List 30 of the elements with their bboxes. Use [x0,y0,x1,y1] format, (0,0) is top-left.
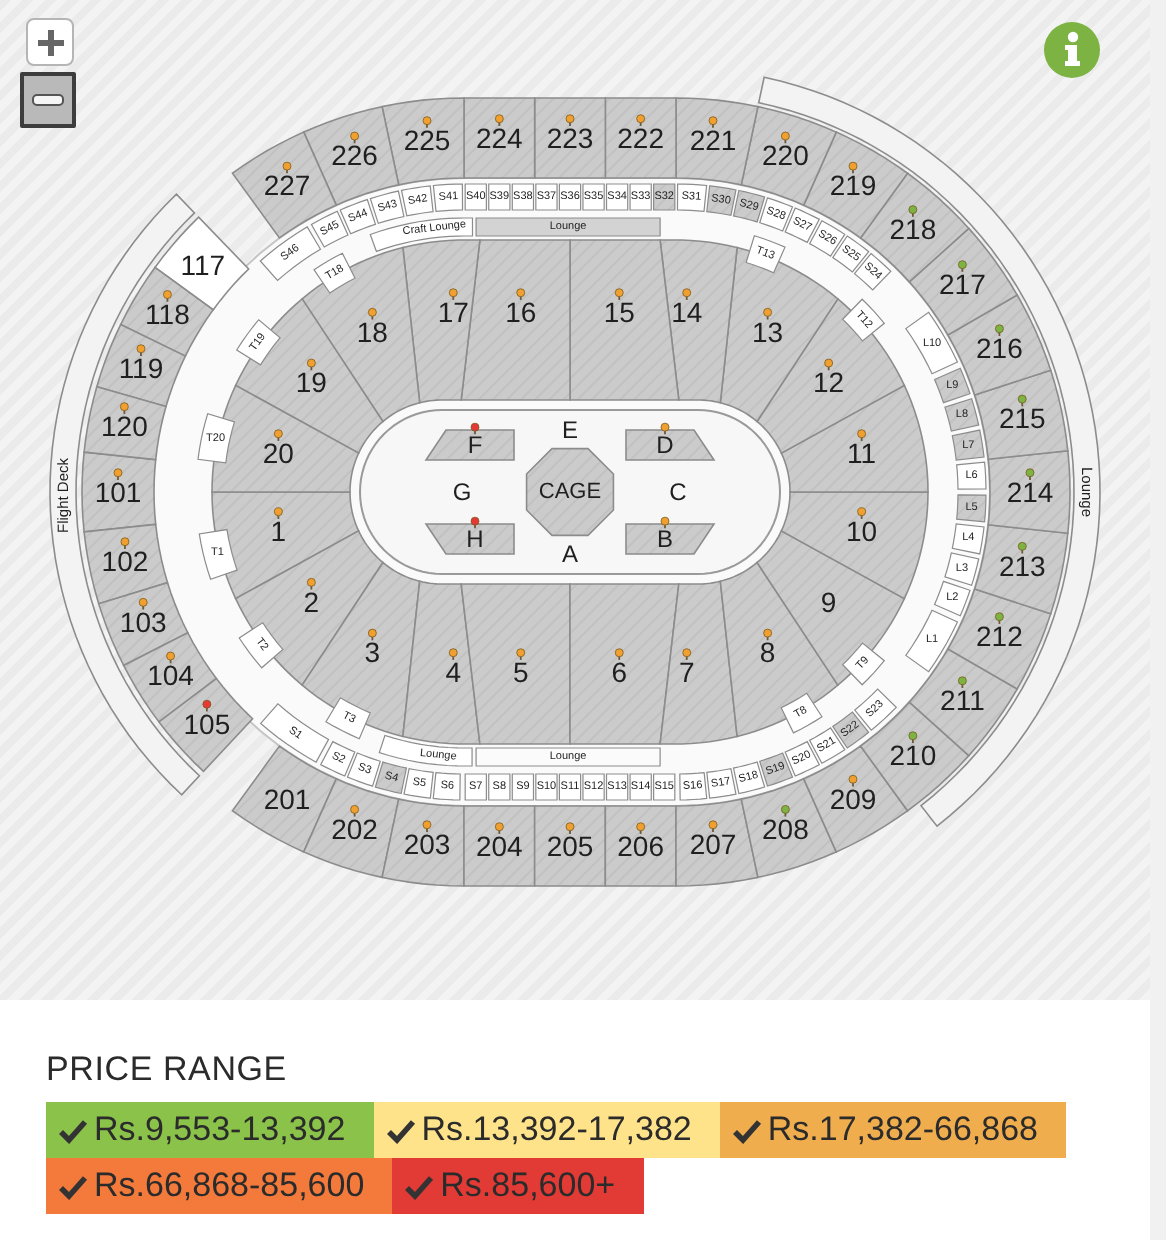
seating-section: 14 [659,239,738,404]
seating-section: 204 [463,805,536,887]
floor-area-letter: G [452,478,472,506]
legend-label: Rs.85,600+ [440,1166,616,1206]
seating-section: 206 [604,805,677,887]
legend-label: Rs.66,868-85,600 [94,1166,365,1206]
seating-section: 225 [381,97,465,186]
legend-label: Rs.17,382-66,868 [767,1110,1039,1150]
seating-section: 4 [402,580,481,745]
cage-octagon: CAGE [525,447,615,537]
seating-section: 17 [402,239,481,404]
seating-section: 224 [463,97,536,179]
seating-section: 7 [659,580,738,745]
seating-section: 223 [533,97,607,179]
seating-section: 215 [973,369,1069,461]
seating-section: 203 [381,798,465,887]
floor-section: B [625,523,716,555]
seating-section: 6 [569,583,680,745]
floor-area-letter: A [562,540,578,568]
seating-section: 205 [533,805,607,887]
seating-section: 120 [83,385,167,461]
legend-label: Rs.9,553-13,392 [94,1110,346,1150]
seating-section: 207 [675,798,759,887]
seating-section: 221 [675,97,759,186]
legend-heading: PRICE RANGE [46,1050,287,1090]
seating-section: 213 [973,523,1069,615]
legend-label: Rs.13,392-17,382 [421,1110,692,1150]
floor-area-letter: E [562,416,578,444]
seating-section: 222 [604,97,677,179]
floor-area-letter: C [669,478,687,506]
